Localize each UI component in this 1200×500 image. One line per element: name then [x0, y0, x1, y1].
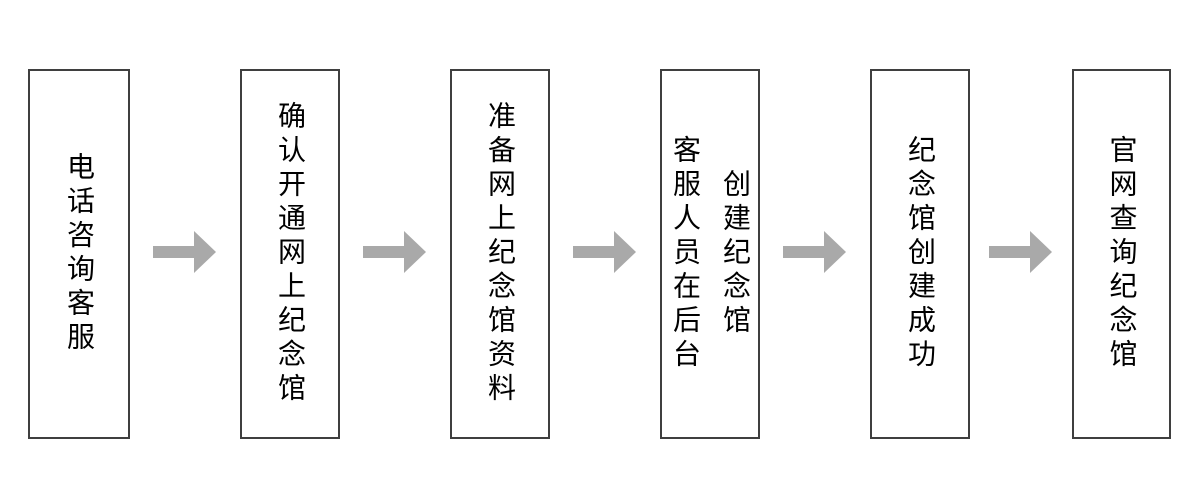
- flow-step-label-1: 电话咨询客服: [64, 152, 95, 356]
- flow-step-box-1: 电话咨询客服: [28, 69, 130, 439]
- flow-step-label-6: 官网查询纪念馆: [1106, 135, 1138, 373]
- arrow-right-icon: [153, 231, 216, 273]
- flow-step-label-3: 准备网上纪念馆资料: [485, 101, 516, 407]
- arrow-right-icon: [989, 231, 1052, 273]
- flow-step-box-6: 官网查询纪念馆: [1072, 69, 1171, 439]
- arrow-right-icon: [363, 231, 426, 273]
- flow-step-label-2: 确认开通网上纪念馆: [275, 101, 306, 407]
- flow-step-box-3: 准备网上纪念馆资料: [450, 69, 550, 439]
- flow-step-label-4: 客服人员在后台 创建纪念馆: [670, 135, 751, 373]
- flow-step-box-2: 确认开通网上纪念馆: [240, 69, 340, 439]
- flow-step-box-5: 纪念馆创建成功: [870, 69, 970, 439]
- flow-step-box-4: 客服人员在后台 创建纪念馆: [660, 69, 760, 439]
- flow-step-label-5: 纪念馆创建成功: [905, 135, 936, 373]
- arrow-right-icon: [783, 231, 846, 273]
- arrow-right-icon: [573, 231, 636, 273]
